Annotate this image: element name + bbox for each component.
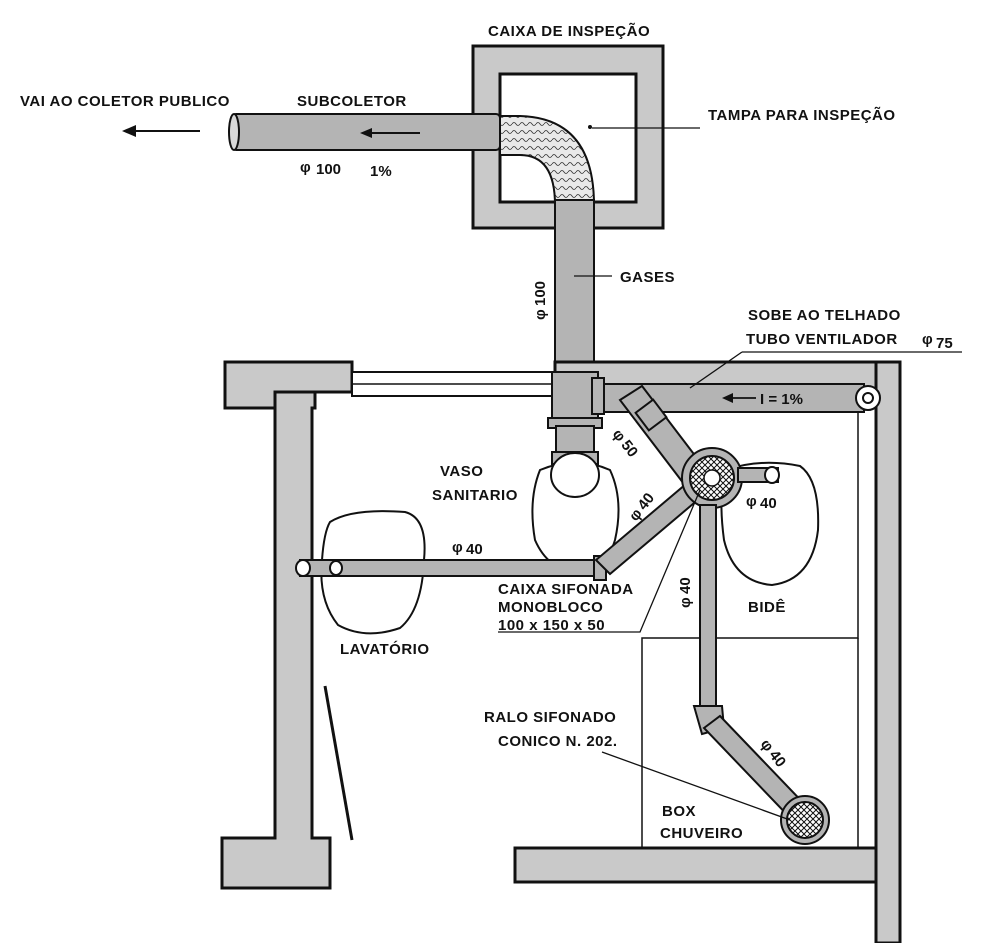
label-gases: GASES <box>620 269 675 286</box>
subcoletor-pipe <box>228 113 501 151</box>
leader-ralo <box>601 751 791 821</box>
wall-bottom <box>513 846 878 884</box>
shower-vertical-pipe <box>699 504 717 711</box>
label-box-2: CHUVEIRO <box>660 825 743 842</box>
svg-text:φ: φ <box>532 309 549 320</box>
door-leaf <box>323 685 354 841</box>
label-bide-branch-phi: φ <box>746 493 757 510</box>
bide <box>720 461 820 587</box>
wall-right <box>874 360 902 943</box>
svg-text:40: 40 <box>765 747 789 771</box>
label-caixa-sifonada-1: CAIXA SIFONADA <box>498 581 634 598</box>
label-ralo-1: RALO SIFONADO <box>484 709 616 726</box>
label-caixa-sifonada-3: 100 x 150 x 50 <box>498 617 605 634</box>
label-tubo-ventilador-dim: 75 <box>936 335 953 352</box>
ralo-sifonado <box>780 795 830 845</box>
subcoletor-flow-arrowhead <box>360 128 372 138</box>
leader-caixa-sifonada <box>498 489 701 633</box>
svg-text:100: 100 <box>532 281 549 306</box>
label-box-1: BOX <box>662 803 696 820</box>
label-vaso-2: SANITARIO <box>432 487 518 504</box>
label-subcoletor: SUBCOLETOR <box>297 93 407 110</box>
inspection-cover-point <box>588 125 592 129</box>
label-shower-vertical-dim: φ 40 <box>677 577 694 608</box>
label-tubo-ventilador: TUBO VENTILADOR <box>746 331 898 348</box>
lavatorio-branch <box>295 555 607 581</box>
label-subcoletor-diam: 100 <box>316 161 341 178</box>
bide-bowl <box>720 461 820 587</box>
walls <box>220 360 902 943</box>
label-bide: BIDÊ <box>748 598 786 616</box>
label-caixa-sifonada-2: MONOBLOCO <box>498 599 603 616</box>
inspection-box <box>471 44 665 230</box>
public-collector-arrow <box>122 125 200 137</box>
label-lavatorio: LAVATÓRIO <box>340 640 430 658</box>
label-subcoletor-phi: φ <box>300 159 311 176</box>
vertical-pipe-body <box>554 199 595 376</box>
label-subcoletor-slope: 1% <box>370 163 392 180</box>
label-inclinacao: I = 1% <box>760 391 803 408</box>
svg-text:40: 40 <box>677 577 694 594</box>
label-tubo-ventilador-phi: φ <box>922 331 933 348</box>
label-vaso-1: VASO <box>440 463 483 480</box>
wall-left <box>220 390 332 890</box>
label-bide-branch-dim: 40 <box>760 495 777 512</box>
svg-text:40: 40 <box>634 490 658 514</box>
tee-fitting <box>547 371 605 429</box>
bide-branch <box>737 466 780 484</box>
label-ralo-2: CONICO N. 202. <box>498 733 618 750</box>
shower-box-outline <box>641 412 859 848</box>
label-tampa: TAMPA PARA INSPEÇÃO <box>708 106 896 124</box>
vaso-outlet <box>550 452 600 498</box>
vertical-pipe-100 <box>554 199 595 376</box>
subcoletor-pipe-end <box>228 113 240 151</box>
label-lavatorio-branch-phi: φ <box>452 539 463 556</box>
svg-text:φ: φ <box>677 597 694 608</box>
svg-text:50: 50 <box>617 437 641 461</box>
label-vai-coletor: VAI AO COLETOR PUBLICO <box>20 93 230 110</box>
label-lavatorio-branch-dim: 40 <box>466 541 483 558</box>
shower-branch <box>692 504 814 826</box>
label-caixa-inspecao: CAIXA DE INSPEÇÃO <box>488 22 650 40</box>
label-sobe-telhado: SOBE AO TELHADO <box>748 307 901 324</box>
label-vertical-pipe-dim: φ 100 <box>532 281 549 320</box>
label-vaso-branch-dim: φ 50 <box>609 426 641 461</box>
caixa-sifonada <box>681 447 743 509</box>
